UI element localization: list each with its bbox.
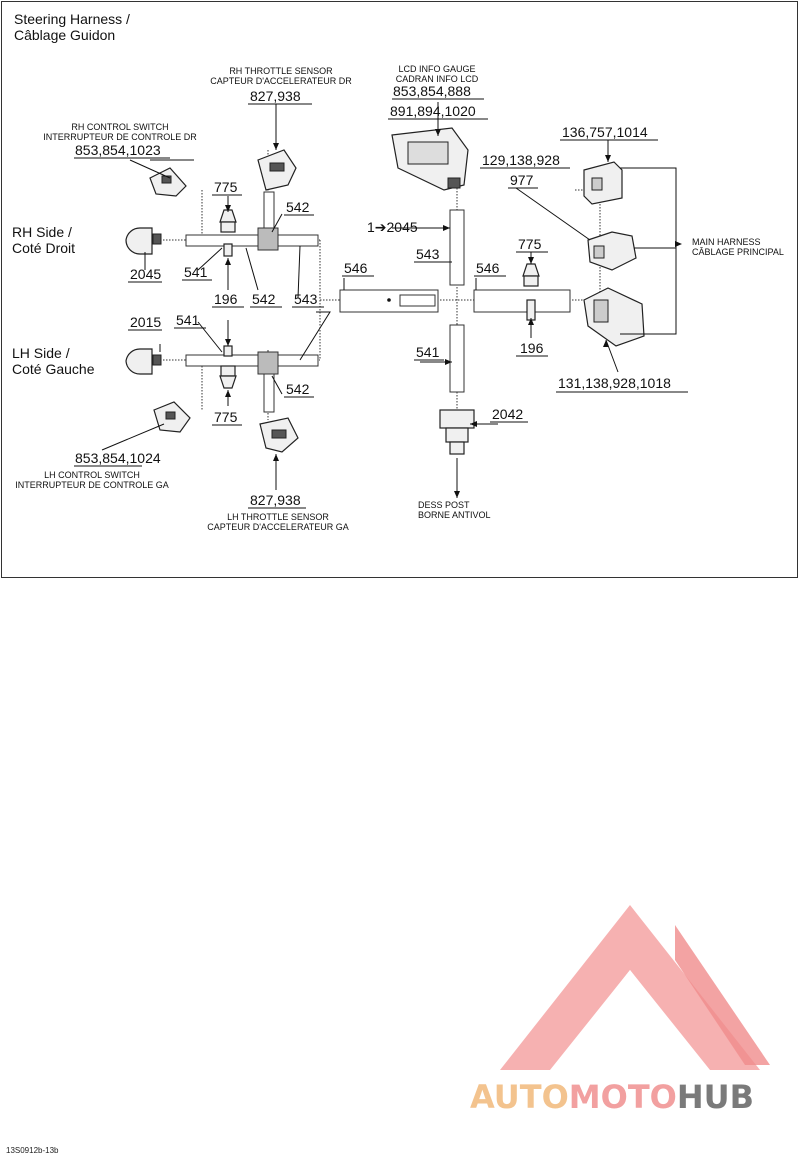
ref-196-left: 196 <box>214 291 238 307</box>
lh-throttle-parts: 827,938 <box>250 492 301 508</box>
dess-en: DESS POST <box>418 500 470 510</box>
rh-switch-en: RH CONTROL SWITCH <box>71 122 168 132</box>
connector-129-138-928 <box>587 231 637 271</box>
dess-fr: BORNE ANTIVOL <box>418 510 491 520</box>
main-harness-fr: CÂBLAGE PRINCIPAL <box>692 247 784 257</box>
lcd-fr: CADRAN INFO LCD <box>396 74 479 84</box>
ref-2045: 2045 <box>130 266 161 282</box>
rh-throttle-sensor-connector <box>257 149 297 191</box>
ref-541-rh: 541 <box>184 264 208 280</box>
rh-switch-fr: INTERRUPTEUR DE CONTROLE DR <box>43 132 197 142</box>
lh-bullet-connector <box>219 345 237 389</box>
lcd-parts2: 891,894,1020 <box>390 103 476 119</box>
lh-sleeve-541 <box>185 354 319 367</box>
lh-junction <box>257 351 279 375</box>
ref-541-center: 541 <box>416 344 440 360</box>
rh-bullet-connector <box>219 209 237 257</box>
ref-546-left: 546 <box>344 260 368 276</box>
lh-throttle-fr: CAPTEUR D'ACCELERATEUR GA <box>207 522 349 532</box>
rh-throttle-en: RH THROTTLE SENSOR <box>229 66 333 76</box>
ref-129-138-928: 129,138,928 <box>482 152 560 168</box>
ref-543-left: 543 <box>294 291 318 307</box>
harness-sleeves <box>185 191 571 413</box>
lh-throttle-sensor-connector <box>259 417 299 453</box>
ref-775-center: 775 <box>518 236 542 252</box>
lh-switch-fr: INTERRUPTEUR DE CONTROLE GA <box>15 480 169 490</box>
lh-throttle-en: LH THROTTLE SENSOR <box>227 512 329 522</box>
ref-546-right: 546 <box>476 260 500 276</box>
lcd-info-gauge <box>391 127 469 191</box>
splice-dot <box>387 298 391 302</box>
leader-lines <box>101 102 619 498</box>
ref-543-center: 543 <box>416 246 440 262</box>
automotohub-logo-icon <box>500 905 770 1070</box>
ref-2015: 2015 <box>130 314 161 330</box>
main-harness-en: MAIN HARNESS <box>692 237 761 247</box>
ref-542-top: 542 <box>286 199 310 215</box>
rh-sleeve-541 <box>185 234 319 247</box>
brand-wordmark: AUTOMOTOHUB <box>470 1078 754 1116</box>
ref-2042: 2042 <box>492 406 523 422</box>
lh-switch-en: LH CONTROL SWITCH <box>44 470 140 480</box>
splice-box <box>399 294 436 307</box>
rh-throttle-parts: 827,938 <box>250 88 301 104</box>
ref-775-bottom: 775 <box>214 409 238 425</box>
rh-side-line1: RH Side / <box>12 224 72 240</box>
lh-switch-parts: 853,854,1024 <box>75 450 161 466</box>
sleeve-543 <box>449 209 465 286</box>
ref-1-to-2045: 1➔2045 <box>367 219 418 235</box>
lh-side-plug-2015 <box>125 348 162 375</box>
ref-541-lh: 541 <box>176 312 200 328</box>
rh-side-line2: Coté Droit <box>12 240 75 256</box>
sleeve-541-center <box>449 324 465 393</box>
rh-throttle-fr: CAPTEUR D'ACCELERATEUR DR <box>210 76 352 86</box>
lh-control-switch-connector <box>153 401 191 433</box>
brand-part-hub: HUB <box>676 1078 755 1116</box>
ref-196-right: 196 <box>520 340 544 356</box>
rh-junction <box>257 227 279 251</box>
ref-542-bottom: 542 <box>286 381 310 397</box>
ref-136-757-1014: 136,757,1014 <box>562 124 648 140</box>
underlines <box>74 98 688 509</box>
ref-542-mid: 542 <box>252 291 276 307</box>
main-harness-bracket <box>620 167 677 335</box>
connector-136-757-1014 <box>583 161 623 205</box>
title-line1: Steering Harness / <box>14 11 130 27</box>
lh-side-line2: Coté Gauche <box>12 361 95 377</box>
right-sleeve-546 <box>473 289 571 313</box>
brand-part-auto: AUTO <box>470 1078 569 1116</box>
ref-775-top: 775 <box>214 179 238 195</box>
lh-side-line1: LH Side / <box>12 345 70 361</box>
steering-harness-diagram: Steering Harness / Câblage Guidon RH Sid… <box>12 11 784 532</box>
ref-977: 977 <box>510 172 534 188</box>
ref-131-138-928-1018: 131,138,928,1018 <box>558 375 671 391</box>
brand-part-moto: MOTO <box>568 1078 677 1116</box>
lcd-parts1: 853,854,888 <box>393 83 471 99</box>
dess-post-connector <box>439 409 475 455</box>
title-line2: Câblage Guidon <box>14 27 115 43</box>
connector-131-138-928-1018 <box>583 287 645 347</box>
arrowheads <box>225 129 682 498</box>
rh-switch-parts: 853,854,1023 <box>75 142 161 158</box>
diagram-frame <box>1 1 798 578</box>
lcd-en: LCD INFO GAUGE <box>398 64 475 74</box>
rh-side-plug-2045 <box>125 227 162 255</box>
rh-control-switch-connector <box>149 167 187 197</box>
figure-id: 13S0912b-13b <box>6 1146 59 1155</box>
